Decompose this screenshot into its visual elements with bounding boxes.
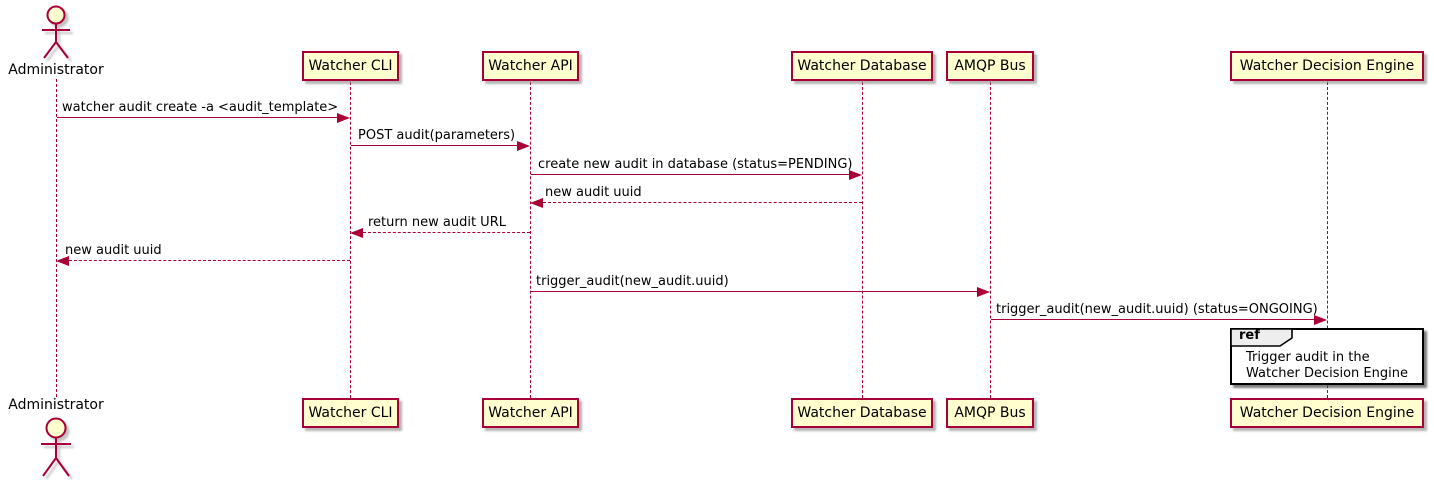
lifeline-watcher-cli bbox=[350, 82, 351, 398]
lifeline-amqp-bus bbox=[990, 82, 991, 398]
participant-watcher-cli-bottom: Watcher CLI bbox=[302, 398, 399, 428]
ref-header-tab: ref bbox=[1230, 328, 1294, 347]
participant-watcher-api-top: Watcher API bbox=[482, 51, 579, 81]
message-label: new audit uuid bbox=[545, 185, 642, 200]
message-line bbox=[363, 232, 530, 233]
message-label: POST audit(parameters) bbox=[358, 128, 516, 143]
arrowhead-right-icon bbox=[849, 170, 862, 180]
message-line bbox=[991, 319, 1315, 320]
arrowhead-right-icon bbox=[337, 113, 350, 123]
participant-watcher-database-bottom: Watcher Database bbox=[791, 398, 933, 428]
actor-label-bottom: Administrator bbox=[8, 397, 104, 413]
participant-label: Watcher CLI bbox=[308, 58, 393, 74]
message-label: new audit uuid bbox=[65, 243, 162, 258]
actor-icon bbox=[36, 4, 76, 66]
actor-label-top: Administrator bbox=[8, 62, 104, 78]
arrowhead-right-icon bbox=[977, 287, 990, 297]
message-line bbox=[531, 291, 978, 292]
participant-watcher-cli-top: Watcher CLI bbox=[302, 51, 399, 81]
ref-body: Trigger audit in the Watcher Decision En… bbox=[1232, 350, 1422, 381]
message-label: trigger_audit(new_audit.uuid) (status=ON… bbox=[996, 302, 1318, 317]
participant-watcher-api-bottom: Watcher API bbox=[482, 398, 579, 428]
lifeline-watcher-decision-engine bbox=[1327, 82, 1328, 398]
message-label: trigger_audit(new_audit.uuid) bbox=[536, 274, 729, 289]
message-line bbox=[531, 174, 850, 175]
message-label: watcher audit create -a <audit_template> bbox=[62, 100, 339, 115]
message-line bbox=[351, 145, 518, 146]
message-label: create new audit in database (status=PEN… bbox=[538, 157, 853, 172]
arrowhead-left-icon bbox=[530, 198, 543, 208]
ref-keyword: ref bbox=[1239, 328, 1260, 343]
arrowhead-right-icon bbox=[1314, 315, 1327, 325]
arrowhead-left-icon bbox=[56, 256, 69, 266]
arrowhead-right-icon bbox=[517, 141, 530, 151]
lifeline-watcher-api bbox=[530, 82, 531, 398]
ref-text: Trigger audit in the Watcher Decision En… bbox=[1246, 350, 1408, 381]
participant-label: AMQP Bus bbox=[954, 58, 1026, 74]
message-label: return new audit URL bbox=[368, 215, 506, 230]
participant-label: Watcher Decision Engine bbox=[1239, 405, 1415, 421]
ref-fragment: ref Trigger audit in the Watcher Decisio… bbox=[1230, 328, 1424, 385]
participant-watcher-database-top: Watcher Database bbox=[791, 51, 933, 81]
message-line bbox=[57, 117, 338, 118]
participant-amqp-bus-bottom: AMQP Bus bbox=[946, 398, 1034, 428]
participant-label: AMQP Bus bbox=[954, 405, 1026, 421]
participant-label: Watcher API bbox=[488, 58, 573, 74]
message-line bbox=[543, 202, 862, 203]
participant-watcher-decision-engine-bottom: Watcher Decision Engine bbox=[1230, 398, 1424, 428]
actor-icon bbox=[36, 415, 76, 483]
arrowhead-left-icon bbox=[350, 228, 363, 238]
lifeline-administrator bbox=[56, 79, 57, 397]
message-line bbox=[69, 260, 350, 261]
participant-label: Watcher CLI bbox=[308, 405, 393, 421]
participant-label: Watcher Database bbox=[797, 405, 927, 421]
participant-watcher-decision-engine-top: Watcher Decision Engine bbox=[1230, 51, 1424, 81]
participant-amqp-bus-top: AMQP Bus bbox=[946, 51, 1034, 81]
participant-label: Watcher Database bbox=[797, 58, 927, 74]
participant-label: Watcher API bbox=[488, 405, 573, 421]
participant-label: Watcher Decision Engine bbox=[1239, 58, 1415, 74]
lifeline-watcher-database bbox=[862, 82, 863, 398]
